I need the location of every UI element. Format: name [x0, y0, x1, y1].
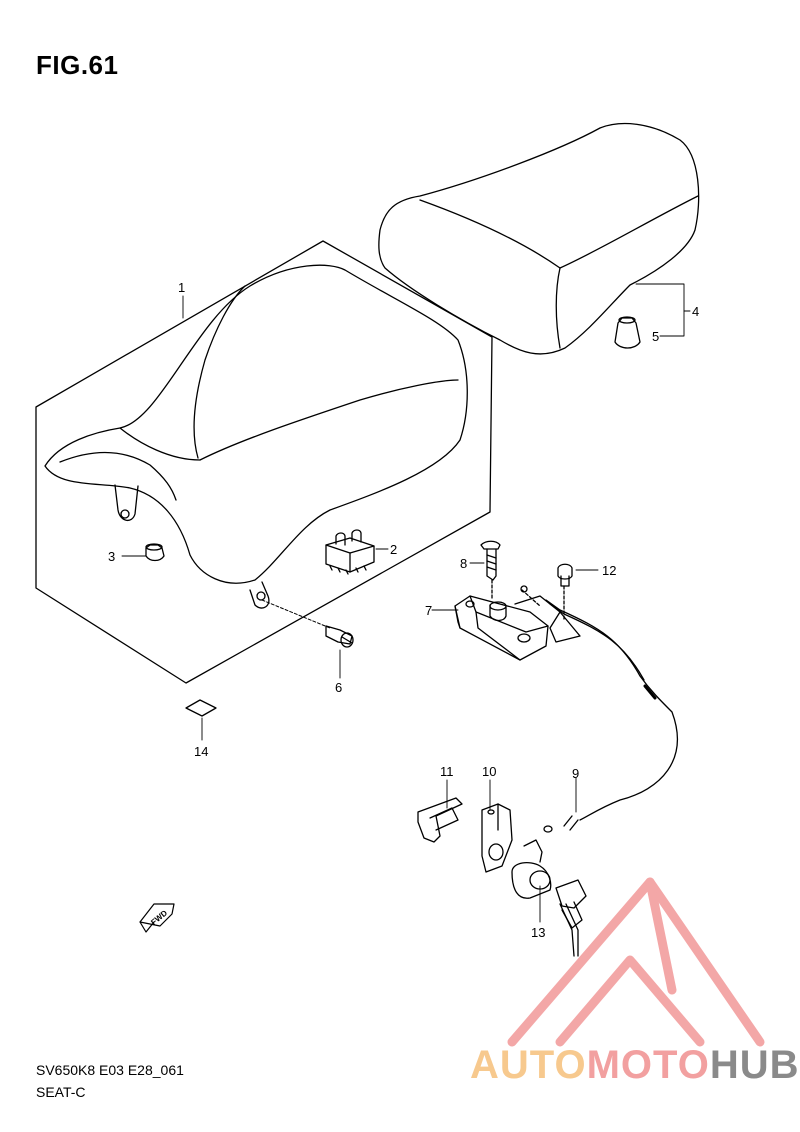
watermark-hub: HUB [709, 1043, 800, 1087]
callout-14: 14 [194, 744, 208, 759]
callout-6: 6 [335, 680, 342, 695]
rear-cushion [614, 316, 641, 349]
callout-7: 7 [425, 603, 432, 618]
seat-lock [454, 585, 561, 661]
callout-1: 1 [178, 280, 185, 295]
figure-name: SEAT-C [36, 1084, 86, 1100]
label-sticker [185, 699, 217, 717]
watermark-moto: MOTO [586, 1043, 710, 1087]
callout-3: 3 [108, 549, 115, 564]
callout-10: 10 [482, 764, 496, 779]
screw-6 [261, 599, 354, 648]
callout-2: 2 [390, 542, 397, 557]
callout-9: 9 [572, 766, 579, 781]
lock-bracket [481, 803, 513, 873]
front-seat [44, 264, 468, 609]
key-lock [511, 839, 587, 957]
watermark-text: AUTOMOTOHUB [470, 1043, 800, 1088]
callout-labels: 1 2 3 4 5 6 7 8 9 10 11 12 13 14 FWD [108, 280, 699, 940]
callout-11: 11 [440, 764, 454, 779]
callout-13: 13 [531, 925, 545, 940]
watermark-logo [507, 877, 765, 1047]
rear-seat [378, 122, 700, 355]
main-seat-frame [35, 240, 493, 684]
fwd-arrow-icon [139, 903, 175, 933]
screw-8 [480, 540, 501, 601]
figure-code: SV650K8 E03 E28_061 [36, 1062, 184, 1078]
figure-title: FIG.61 [36, 50, 119, 80]
callout-12: 12 [602, 563, 616, 578]
seat-lock-cable [543, 599, 678, 833]
callout-4: 4 [692, 304, 699, 319]
rubber-cushion [145, 543, 165, 562]
watermark-auto: AUTO [470, 1043, 587, 1087]
callout-5: 5 [652, 329, 659, 344]
leader-lines [121, 283, 691, 923]
callout-8: 8 [460, 556, 467, 571]
damper-block [325, 529, 375, 575]
cable-clip [417, 797, 463, 843]
